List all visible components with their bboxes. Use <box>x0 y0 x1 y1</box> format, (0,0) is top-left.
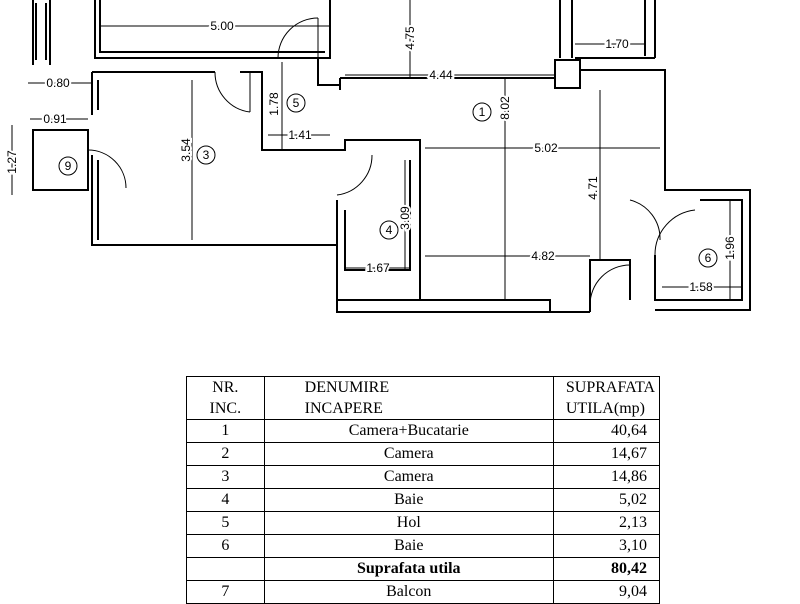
cell-name: Camera <box>263 442 554 466</box>
room-number-3: 3 <box>203 148 210 162</box>
wall-bottom <box>420 259 631 312</box>
dim-178: 1.78 <box>267 92 281 116</box>
cell-area: 3,10 <box>552 534 661 558</box>
dim-141: 1.41 <box>288 128 312 142</box>
dim-354: 3.54 <box>179 138 193 162</box>
dim-475: 4.75 <box>403 26 417 50</box>
cell-name: Balcon <box>263 580 554 604</box>
wall-central <box>317 58 555 90</box>
room-marker-5 <box>286 93 306 113</box>
room-marker-4 <box>379 220 399 240</box>
dim-167: 1.67 <box>366 261 390 275</box>
wall-room4-inner <box>344 160 411 271</box>
room-marker-9 <box>58 156 78 176</box>
cell-nr-empty <box>186 557 265 581</box>
room-marker-1 <box>472 102 492 122</box>
wall-room5 <box>262 139 421 151</box>
header-area-line2: UTILA(mp) <box>565 400 645 417</box>
dim-080: 0.80 <box>46 76 70 90</box>
door-arc-main <box>629 199 661 241</box>
room-number-9: 9 <box>65 159 72 173</box>
total-label: Suprafata utila <box>263 557 554 581</box>
header-area: SUPRAFATA UTILA(mp) <box>552 376 661 420</box>
table-row: 7 Balcon 9,04 <box>186 580 661 604</box>
cell-nr: 7 <box>186 580 265 604</box>
wall-column <box>554 59 581 89</box>
cell-name: Camera <box>263 465 554 489</box>
wall-room2-inner <box>99 0 325 53</box>
table-header-row: NR. INC. DENUMIRE INCAPERE SUPRAFATA UTI… <box>186 376 661 420</box>
cell-name: Hol <box>263 511 554 535</box>
table-row: 6 Baie 3,10 <box>186 534 661 558</box>
cell-name: Camera+Bucatarie <box>263 419 554 443</box>
cell-name: Baie <box>263 534 554 558</box>
cell-nr: 5 <box>186 511 265 535</box>
table-row: 5 Hol 2,13 <box>186 511 661 535</box>
room-marker-6 <box>698 248 718 268</box>
cell-nr: 4 <box>186 488 265 512</box>
dim-196: 1.96 <box>723 236 737 260</box>
table-total-row: Suprafata utila 80,42 <box>186 557 661 581</box>
wall-right <box>580 69 751 311</box>
wall-room3 <box>91 71 338 300</box>
cell-area: 2,13 <box>552 511 661 535</box>
dim-091: 0.91 <box>43 112 67 126</box>
dim-502: 5.02 <box>534 141 558 155</box>
room-number-4: 4 <box>386 223 393 237</box>
door-arc-room6 <box>654 209 696 256</box>
room-area-table: NR. INC. DENUMIRE INCAPERE SUPRAFATA UTI… <box>186 376 661 604</box>
dim-309: 3.09 <box>398 206 412 230</box>
cell-area: 5,02 <box>552 488 661 512</box>
cell-area: 14,86 <box>552 465 661 489</box>
dim-170: 1.70 <box>605 37 629 51</box>
floor-plan: 1 3 4 5 6 9 5.00 4.75 1.70 0.80 4.44 0.9… <box>3 0 751 313</box>
cell-nr: 3 <box>186 465 265 489</box>
dim-471: 4.71 <box>586 176 600 200</box>
header-name-line2: INCAPERE <box>304 400 383 417</box>
wall-room6 <box>654 199 743 301</box>
cell-nr: 2 <box>186 442 265 466</box>
room-number-1: 1 <box>479 105 486 119</box>
wall-top-right <box>559 0 656 71</box>
room-number-5: 5 <box>293 96 300 110</box>
wall-room4 <box>336 150 590 313</box>
cell-nr: 6 <box>186 534 265 558</box>
door-arc-room2 <box>277 17 319 59</box>
header-nr: NR. INC. <box>186 376 265 420</box>
dim-127: 1.27 <box>5 150 19 174</box>
dim-802: 8.02 <box>498 96 512 120</box>
header-name-line1: DENUMIRE <box>304 379 390 396</box>
room-number-6: 6 <box>705 251 712 265</box>
table-row: 4 Baie 5,02 <box>186 488 661 512</box>
dim-482: 4.82 <box>531 249 555 263</box>
door-arc-entry <box>589 264 631 306</box>
wall-room2 <box>94 0 331 59</box>
cell-name: Baie <box>263 488 554 512</box>
cell-nr: 1 <box>186 419 265 443</box>
header-name: DENUMIRE INCAPERE <box>263 376 554 420</box>
total-area: 80,42 <box>552 557 661 581</box>
dim-500: 5.00 <box>210 19 234 33</box>
header-nr-line1: NR. <box>212 379 239 396</box>
table-row: 1 Camera+Bucatarie 40,64 <box>186 419 661 443</box>
wall-room9 <box>32 129 89 191</box>
door-arc-room3 <box>214 71 251 113</box>
header-area-line1: SUPRAFATA <box>565 379 655 396</box>
table-row: 3 Camera 14,86 <box>186 465 661 489</box>
header-nr-line2: INC. <box>209 400 242 417</box>
dim-158: 1.58 <box>689 280 713 294</box>
cell-area: 9,04 <box>552 580 661 604</box>
cell-area: 14,67 <box>552 442 661 466</box>
room-marker-3 <box>196 145 216 165</box>
dim-444: 4.44 <box>429 68 453 82</box>
table-row: 2 Camera 14,67 <box>186 442 661 466</box>
door-arc-room4 <box>336 154 373 196</box>
wall-left-frame <box>32 0 51 65</box>
cell-area: 40,64 <box>552 419 661 443</box>
door-arc-room9 <box>87 149 127 189</box>
